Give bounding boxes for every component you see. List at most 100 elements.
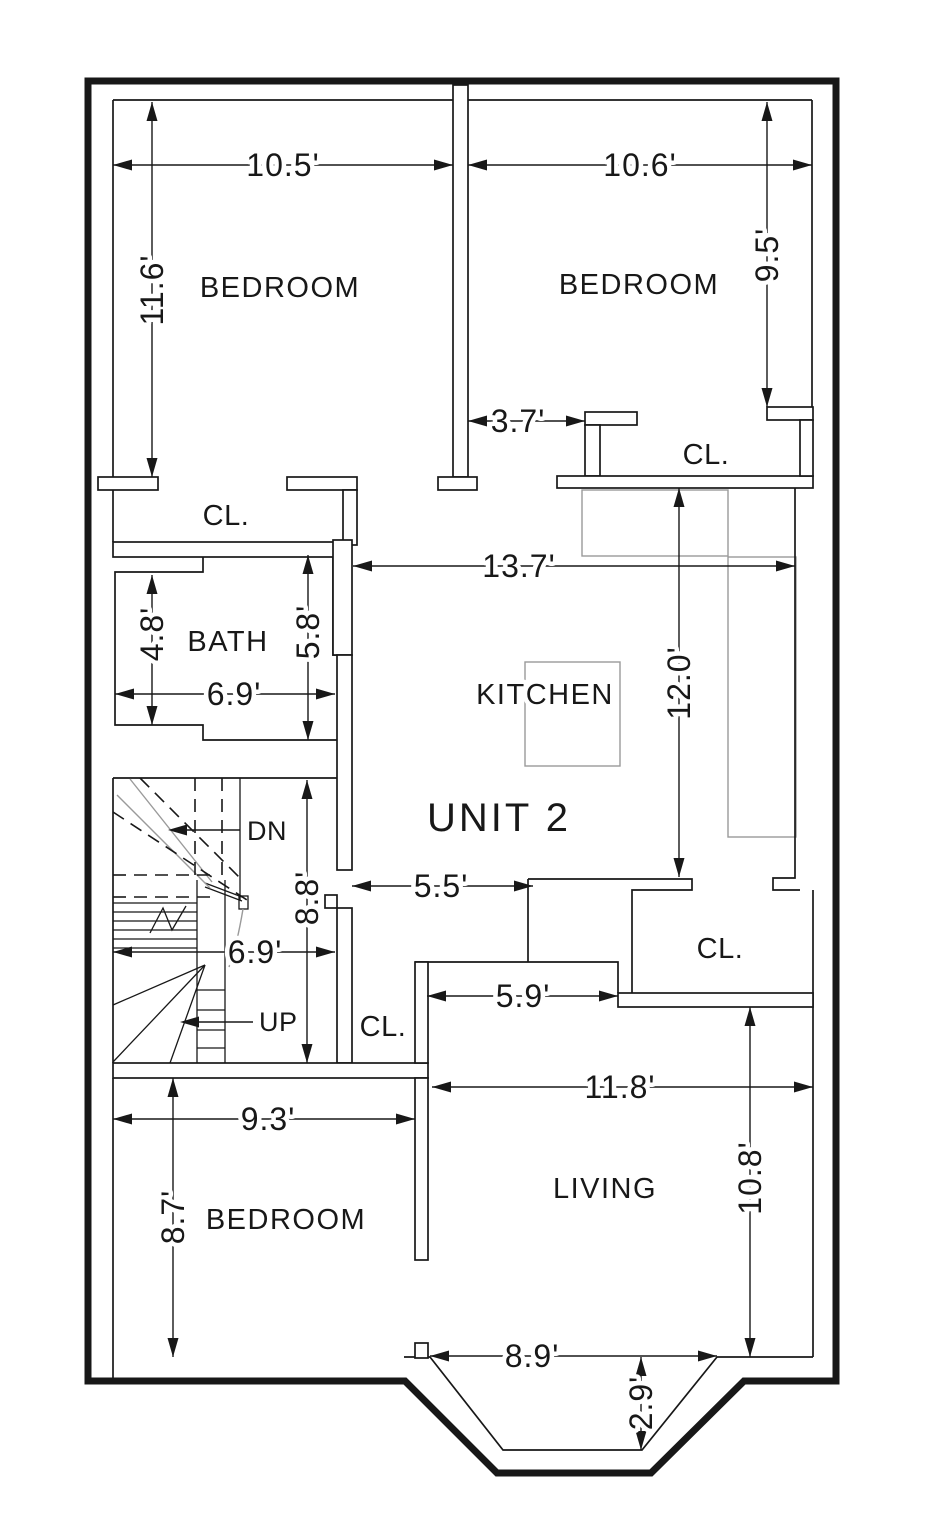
dimension-1-arrow-left [113,159,132,171]
hall-lower-wall [415,961,619,993]
dimension-16-arrow-up [167,1078,179,1097]
dimension-6-arrow-right [776,560,795,572]
dimension-1-arrow-right [434,159,453,171]
unit-title: UNIT 2 [427,796,571,840]
fixture-outline-right-chase [727,556,797,838]
dimension-12-label: 6.9' [228,934,283,970]
dimension-5-arrow-right [566,415,585,427]
stair-winder [169,964,206,1064]
stair-winder [112,964,206,1006]
closet-label-4: CL. [360,1011,407,1043]
dimension-4-label: 9.5' [749,228,785,283]
up-arrow-head [180,1016,199,1028]
dimension-16-label: 8.7' [155,1190,191,1245]
dimension-15-arrow-left [113,1113,132,1125]
dimension-9-label: 5.8' [290,605,326,660]
closet2-left-wall [584,424,601,477]
room-label-bath: BATH [187,626,268,658]
dimension-7-arrow-up [673,488,685,507]
pantry-wall-line [772,488,800,891]
stairs-down-label: DN [247,816,287,846]
dimension-6-label: 13.7' [482,548,555,584]
stair-door-leaf [204,886,243,902]
dimension-11-label: 8.8' [289,871,325,926]
dimension-7-label: 12.0' [661,646,697,719]
dimension-17-label: 11.8' [584,1069,655,1105]
closet3-bottom-wall [617,992,814,1008]
closet2-right-wall [799,419,814,477]
room-label-bedroom-bottom: BEDROOM [206,1204,366,1236]
bath-right-wall-upper [332,539,353,656]
hall-bottom-wall [556,475,814,489]
stair-right-wall-lower [336,907,353,1064]
stair-winder [112,964,206,1063]
room-label-kitchen: KITCHEN [476,679,614,711]
dimension-5-label: 3.7' [491,403,546,439]
dimension-20-label: 2.9' [623,1376,659,1431]
room-label-bedroom-top-right: BEDROOM [559,269,719,301]
dimension-2-arrow-up [146,102,158,121]
dimension-8-arrow-up [146,575,158,594]
dimension-19-arrow-right [698,1350,717,1362]
dimension-16-arrow-down [167,1338,179,1357]
dimension-8-arrow-down [146,706,158,725]
dimension-14-arrow-left [427,990,446,1002]
down-arrow-head [168,824,187,836]
stair-break-line [149,905,187,934]
stair-bottom-wall [112,1062,429,1079]
dimension-5-arrow-left [468,415,487,427]
dimension-13-arrow-left [352,880,371,892]
dimension-11-arrow-down [301,1044,313,1063]
dimension-10-arrow-left [115,688,134,700]
dimension-14-label: 5.9' [496,978,551,1014]
dimension-12-arrow-right [316,946,335,958]
bedroom3-divider-stub [414,1342,429,1359]
bay-window-inner [429,1356,718,1451]
bedroom-divider-cap [437,476,478,491]
dimension-6-arrow-left [353,560,372,572]
dimension-2-arrow-down [146,458,158,477]
entry-door-jamb [324,894,338,909]
stair-overhead-dash [139,777,241,879]
dimension-17-arrow-right [794,1081,813,1093]
dimension-15-arrow-right [396,1113,415,1125]
dimension-14-arrow-right [599,990,618,1002]
dimension-18-label: 10.8' [732,1141,768,1214]
stair-rail-line [116,794,211,889]
fixture-outline-hall [581,489,729,557]
stair-right-wall-upper [336,654,353,871]
stair-door-leaf [204,882,243,898]
dimension-1-label: 10.5' [246,147,319,183]
bedroom-divider-wall [452,84,469,478]
dimension-7-arrow-down [673,858,685,877]
dimension-17-arrow-left [432,1081,451,1093]
dimension-19-arrow-left [430,1350,449,1362]
kitchen-closet-wall [528,878,693,993]
hall-left-wall [414,961,429,1064]
closet-label-2: CL. [683,439,730,471]
dimension-20-arrow-down [635,1431,647,1450]
dimension-10-arrow-right [316,688,335,700]
dimension-18-arrow-down [744,1338,756,1357]
dimension-20-arrow-up [635,1357,647,1376]
dimension-13-label: 5.5' [414,868,469,904]
exterior-wall [84,77,840,1477]
stair-door-stop [238,895,249,910]
dimension-2-label: 11.6' [134,254,170,325]
dimension-12-arrow-left [113,946,132,958]
dimension-10-label: 6.9' [207,676,262,712]
closet2-left-cap [584,411,638,426]
dimension-3-label: 10.6' [603,147,676,183]
dimension-18-arrow-up [744,1007,756,1026]
dimension-8-label: 4.8' [134,607,170,662]
door-swing-arc [228,908,244,968]
room-label-living: LIVING [553,1173,657,1205]
closet-label-3: CL. [697,933,744,965]
stairs-up-label: UP [259,1007,298,1037]
room-label-bedroom-top-left: BEDROOM [200,272,360,304]
dimension-15-label: 9.3' [241,1101,296,1137]
hall-t-wall-leg [342,489,358,546]
stair-overhead-dash [112,811,248,901]
dimension-9-arrow-up [302,555,314,574]
